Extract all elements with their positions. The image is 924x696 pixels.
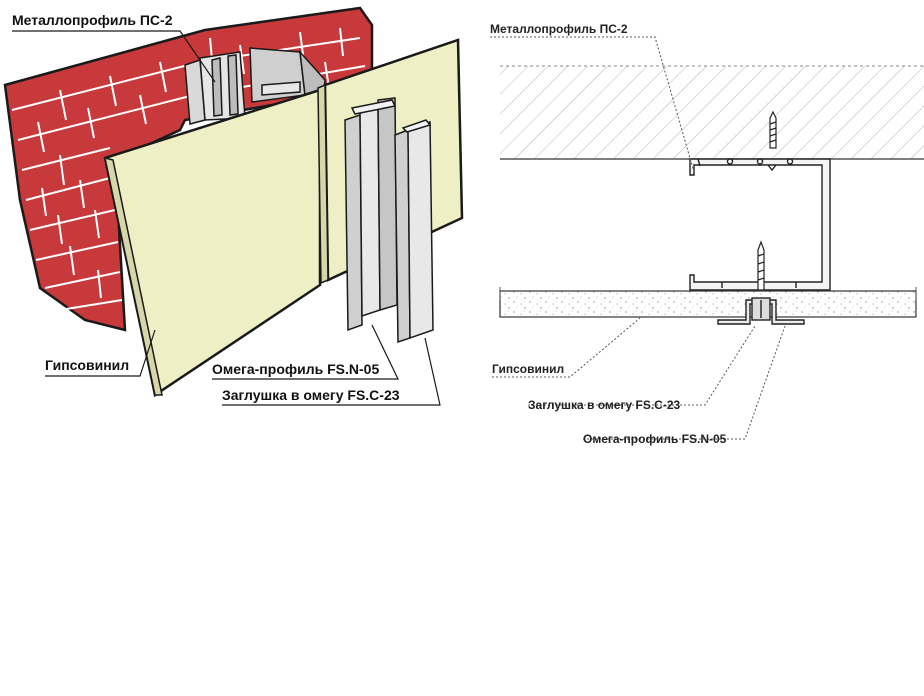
leader-lines-left <box>12 30 441 406</box>
omega-cap-3d <box>394 119 434 344</box>
section-label-omega-cap: Заглушка в омегу FS.C-23 <box>528 398 680 412</box>
label-metal-profile: Металлопрофиль ПС-2 <box>12 12 173 28</box>
metal-profile-3d <box>184 47 326 125</box>
section-view: Металлопрофиль ПС-2 Гипсовинил Заглушка … <box>490 22 924 446</box>
section-label-metal-profile: Металлопрофиль ПС-2 <box>490 22 628 36</box>
isometric-view: Металлопрофиль ПС-2 Гипсовинил Омега-про… <box>3 6 464 406</box>
section-label-gypsovinyl: Гипсовинил <box>492 362 564 376</box>
gypsovinyl-panel-left <box>103 88 322 398</box>
omega-profile-3d <box>344 97 398 332</box>
label-omega-cap: Заглушка в омегу FS.C-23 <box>222 387 400 403</box>
leader-lines-right <box>490 36 786 440</box>
label-gypsovinyl: Гипсовинил <box>45 357 129 373</box>
section-label-omega-profile: Омега-профиль FS.N-05 <box>583 432 727 446</box>
gypsovinyl-board-section <box>499 290 917 318</box>
wall-hatched <box>500 66 924 159</box>
omega-profile-section <box>717 297 805 325</box>
label-omega-profile: Омега-профиль FS.N-05 <box>212 361 379 377</box>
metal-profile-section <box>689 158 831 291</box>
screw-top <box>769 110 777 149</box>
screw-bottom <box>757 240 765 291</box>
